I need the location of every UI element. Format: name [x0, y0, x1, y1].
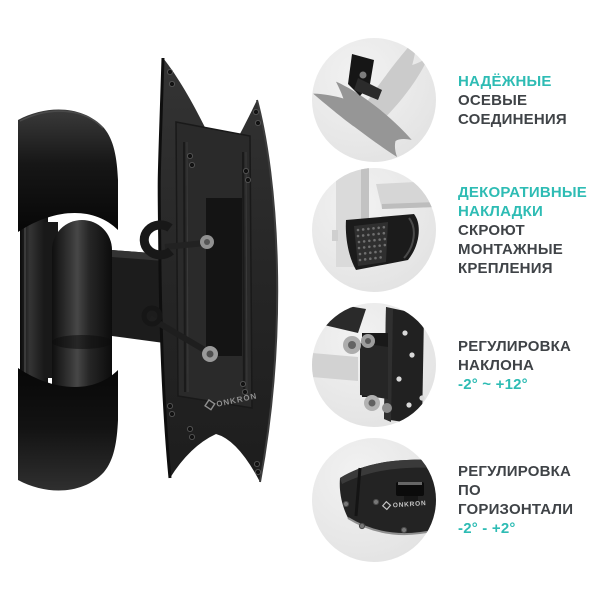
feature-axial-joints: НАДЁЖНЫЕ ОСЕВЫЕ СОЕДИНЕНИЯ [312, 38, 567, 162]
feature-text-line: ПО [458, 482, 481, 499]
feature-text-line: СОЕДИНЕНИЯ [458, 110, 567, 128]
feature-text-line: НАДЁЖНЫЕ [458, 72, 552, 90]
tilt-hinge-photo [312, 303, 436, 427]
feature-text-line: НАКЛАДКИ [458, 202, 543, 220]
feature-horizontal-adjustment: ONKRON РЕГУЛИРОВКА ПО ГОРИЗОНТАЛИ -2° - … [312, 438, 573, 562]
decorative-cover-photo [312, 168, 436, 292]
feature-caption: РЕГУЛИРОВКА НАКЛОНА -2° ~ +12° [458, 337, 571, 394]
feature-text-line: РЕГУЛИРОВКА [458, 463, 572, 480]
black-cover [345, 214, 419, 270]
plate-corner [339, 459, 436, 535]
bottom-cover [18, 368, 118, 491]
feature-caption: РЕГУЛИРОВКА ПО ГОРИЗОНТАЛИ -2° - +2° [458, 462, 573, 538]
vesa-plate: ONKRON [157, 57, 279, 483]
top-cover [18, 109, 118, 232]
feature-caption: НАДЁЖНЫЕ ОСЕВЫЕ СОЕДИНЕНИЯ [458, 72, 567, 129]
feature-text-line: ГОРИЗОНТАЛИ [458, 501, 574, 518]
feature-text-line: СКРОЮТ [458, 221, 525, 239]
vesa-holes [166, 68, 262, 476]
circle-logo: ONKRON [381, 500, 427, 511]
top-cover-highlight [19, 110, 104, 129]
horizontal-adjust-photo: ONKRON [312, 438, 436, 562]
arm-slab-horizontal [376, 181, 436, 209]
swivel-joint-photo [312, 38, 436, 162]
hinge-block [360, 333, 388, 399]
feature-tilt-adjustment: РЕГУЛИРОВКА НАКЛОНА -2° ~ +12° [312, 303, 571, 427]
adjustment-lever [396, 482, 424, 501]
feature-text-line: МОНТАЖНЫЕ [458, 240, 563, 258]
feature-text-line: -2° ~ +12° [458, 375, 528, 393]
axial-hinge-bracket [348, 54, 382, 100]
feature-text-line: РЕГУЛИРОВКА [458, 337, 572, 355]
feature-text-line: -2° - +2° [458, 520, 516, 537]
feature-text-line: КРЕПЛЕНИЯ [458, 259, 553, 277]
dark-corner [324, 303, 366, 333]
feature-decorative-covers: ДЕКОРАТИВНЫЕ НАКЛАДКИ СКРОЮТ МОНТАЖНЫЕ К… [312, 168, 587, 292]
feature-caption: ДЕКОРАТИВНЫЕ НАКЛАДКИ СКРОЮТ МОНТАЖНЫЕ К… [458, 183, 587, 278]
hinge-bolts [343, 334, 392, 413]
feature-text-line: ДЕКОРАТИВНЫЕ [458, 183, 587, 201]
feature-text-line: ОСЕВЫЕ [458, 91, 528, 109]
perforation-dots [356, 225, 388, 262]
tilt-mechanism [139, 220, 218, 362]
wall-mount-product-image: ONKRON [18, 57, 279, 491]
circle-logo-text: ONKRON [393, 500, 427, 509]
arm-entering [312, 353, 358, 381]
feature-text-line: НАКЛОНА [458, 356, 535, 374]
